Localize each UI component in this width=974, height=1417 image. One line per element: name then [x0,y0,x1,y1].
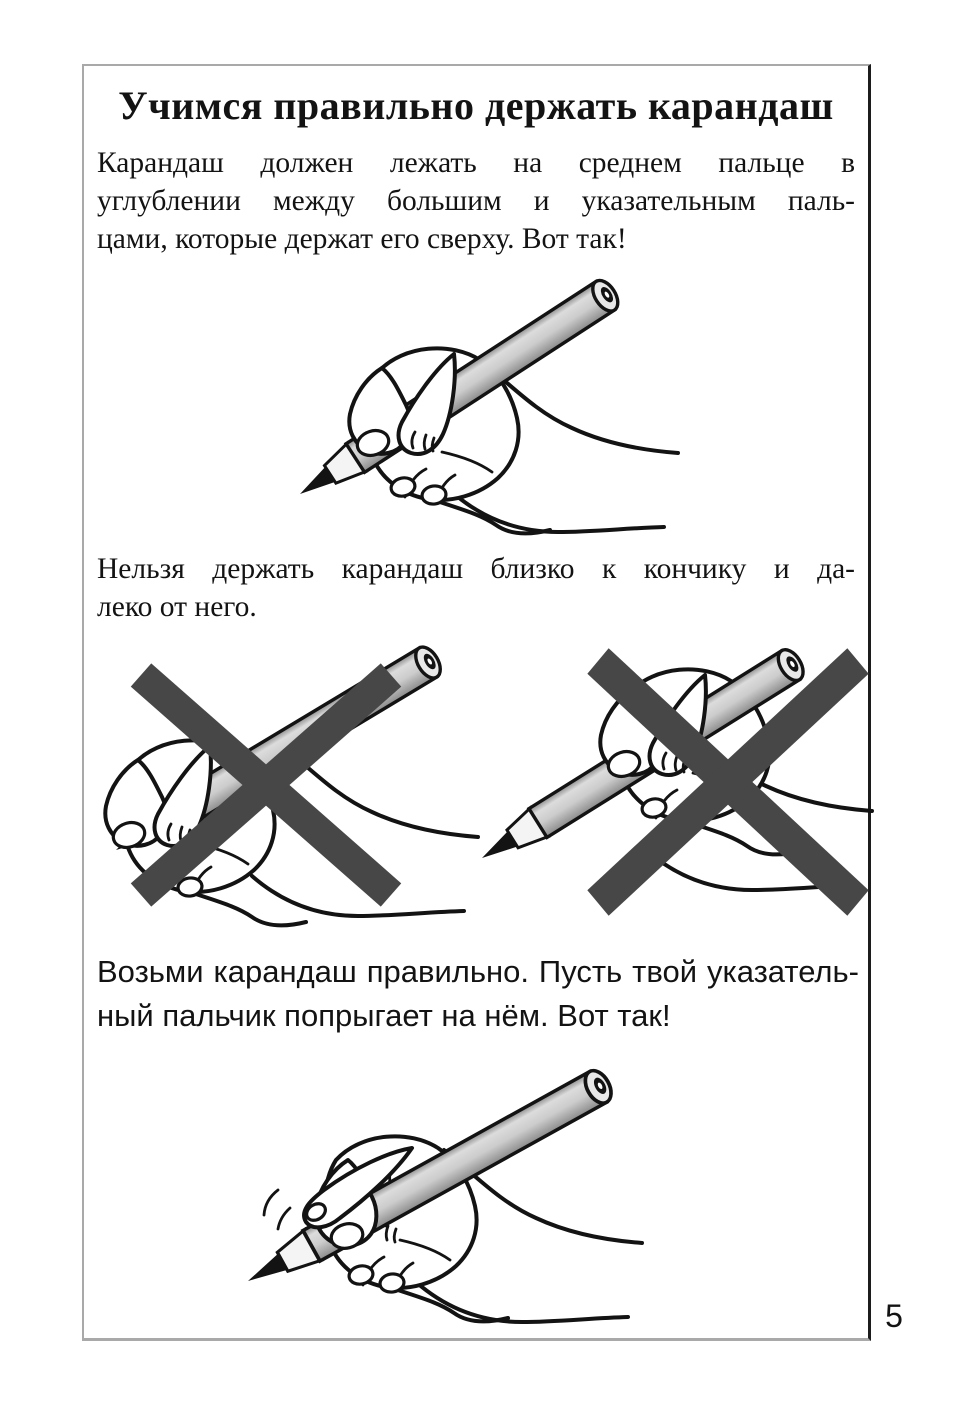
page-number: 5 [885,1298,903,1334]
paragraph-line: цами, которые держат его сверху. Вот так… [97,223,627,255]
paragraph-line: Нельзя держать карандаш близко к кончику… [97,553,855,585]
paragraph-correct-description: Карандаш должен лежать на среднем пальце… [97,144,855,258]
illustration-too-close [103,641,480,928]
page-title: Учимся правильно держать карандаш [118,83,834,128]
paragraph-line: ный пальчик попрыгает на нём. Вот так! [97,998,671,1033]
paragraph-line: леко от него. [97,591,257,623]
paragraph-line: Карандаш должен лежать на среднем пальце… [97,147,855,179]
illustration-too-far [478,643,892,934]
page-frame: Учимся правильно держать карандаш Каранд… [82,64,871,1341]
paragraph-line: углублении между большим и указательным … [97,185,855,217]
illustration-correct-grip [289,274,680,536]
paragraph-forbidden-description: Нельзя держать карандаш близко к кончику… [97,550,855,626]
paragraph-exercise-description: Возьми карандаш правильно. Пусть твой ук… [97,950,859,1038]
illustration-finger-jump [237,1064,644,1324]
paragraph-line: Возьми карандаш правильно. Пусть твой ук… [97,954,859,989]
